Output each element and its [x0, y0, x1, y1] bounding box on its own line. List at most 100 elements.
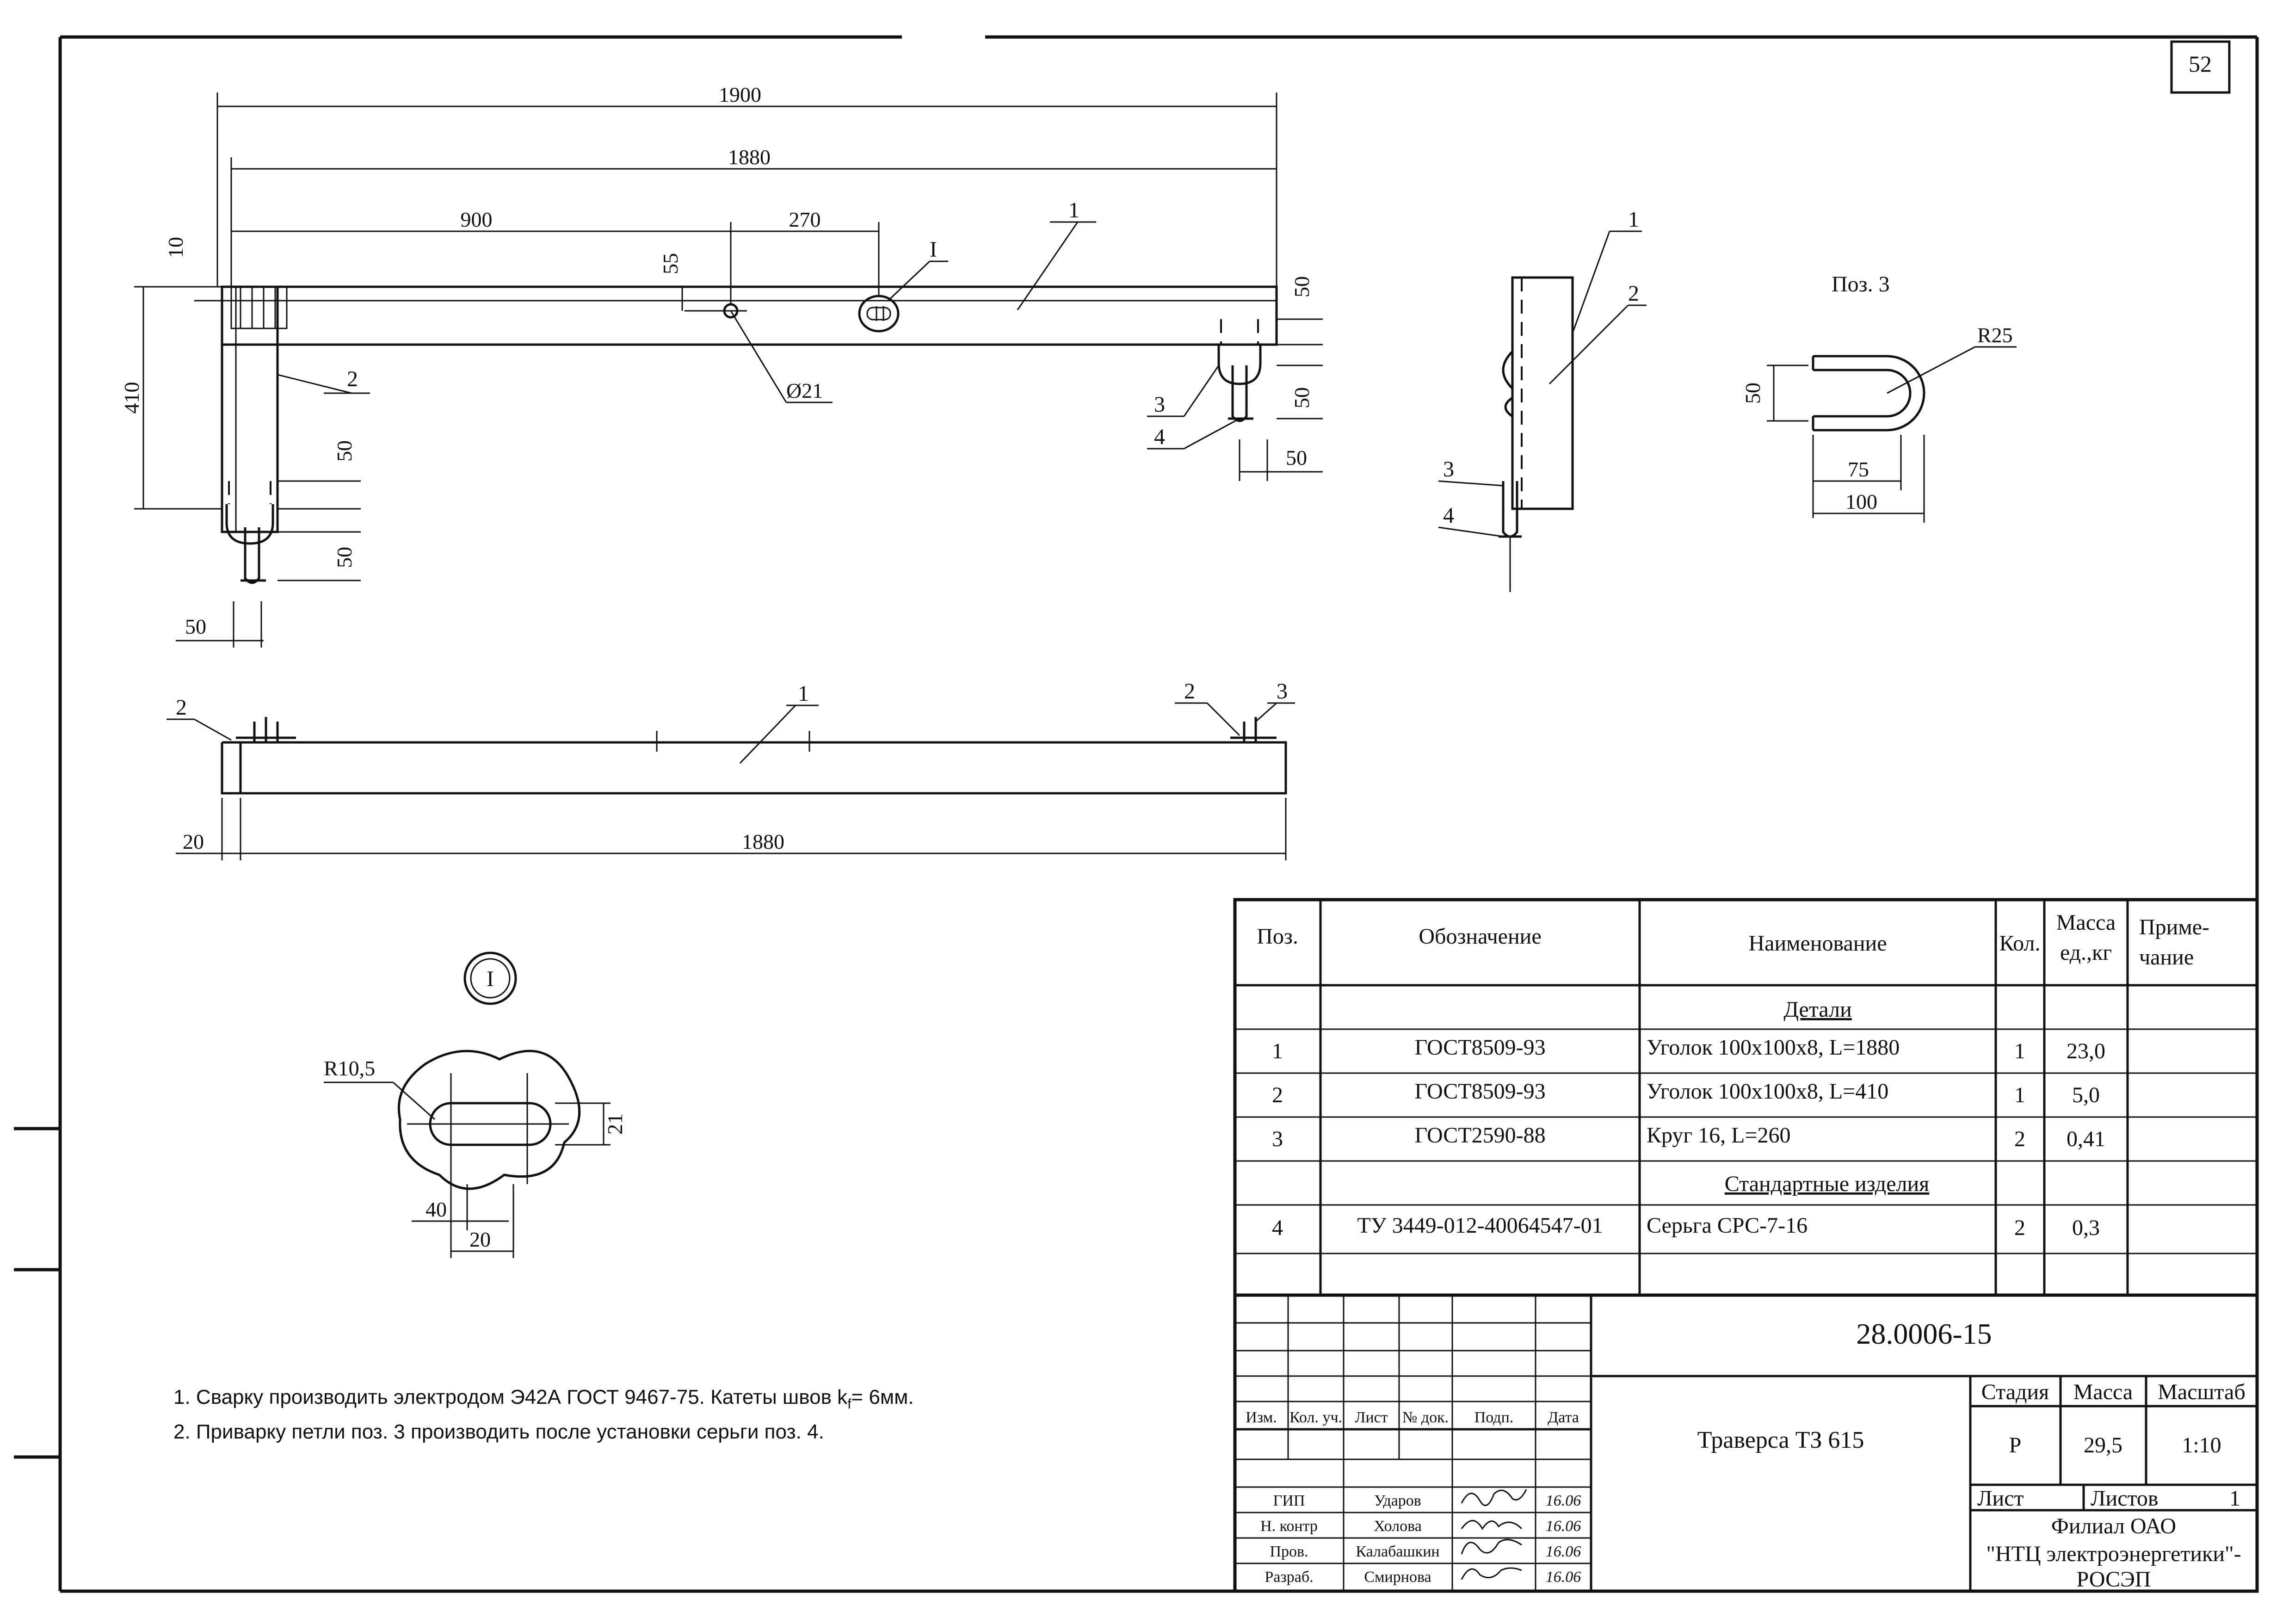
spec-row-3-qty: 2 [2014, 1127, 2025, 1151]
dim-50-left-3: 50 [185, 615, 206, 638]
mass-label: Масса [2073, 1380, 2133, 1404]
signer-4-name: Смирнова [1364, 1568, 1431, 1586]
dim-1900: 1900 [719, 83, 761, 106]
dim-pos3-100: 100 [1845, 490, 1877, 513]
label-side-pos-3: 3 [1443, 457, 1454, 482]
dim-410: 410 [120, 382, 143, 414]
signer-2-name: Холова [1374, 1518, 1422, 1535]
label-side-pos-1: 1 [1628, 207, 1639, 232]
signer-4-role: Разраб. [1265, 1568, 1313, 1586]
signer-1-role: ГИП [1273, 1492, 1305, 1509]
spec-row-1-mass: 23,0 [2067, 1039, 2105, 1063]
plan-view: 2 1 2 3 20 1880 [167, 679, 1295, 860]
label-plan-pos-2-left: 2 [176, 695, 187, 720]
side-view: 1 2 3 4 [1438, 207, 1647, 592]
rev-header-izm: Изм. [1246, 1409, 1277, 1426]
note-1-tail: = 6мм. [851, 1386, 914, 1408]
sheet-label: Лист [1977, 1486, 2024, 1511]
title-block: Изм. Кол. уч. Лист № док. Подп. Дата ГИП… [1233, 1293, 2259, 1593]
page-number: 52 [2189, 51, 2212, 77]
spec-row-1-name: Уголок 100х100х8, L=1880 [1647, 1035, 1900, 1060]
pos3-view: Поз. 3 R25 50 75 100 [1741, 272, 2017, 523]
dim-detail-21: 21 [603, 1113, 627, 1135]
spec-row-4-name: Серьга СРС-7-16 [1647, 1213, 1808, 1238]
spec-table: Поз. Обозначение Наименование Кол. Масса… [1233, 898, 2259, 1297]
spec-row-2-designation: ГОСТ8509-93 [1414, 1079, 1545, 1104]
signer-1-date: 16.06 [1546, 1492, 1581, 1509]
signer-3-role: Пров. [1270, 1543, 1308, 1560]
signer-2-date: 16.06 [1546, 1518, 1581, 1535]
spec-row-2-qty: 1 [2014, 1083, 2025, 1107]
dim-50-right-2: 50 [1290, 387, 1314, 408]
spec-row-2-name: Уголок 100х100х8, L=410 [1647, 1079, 1888, 1104]
dim-900: 900 [461, 208, 493, 231]
drawing-title: Траверса ТЗ 615 [1697, 1427, 1864, 1453]
label-pos-4: 4 [1154, 425, 1165, 449]
signer-3-name: Калабашкин [1356, 1543, 1439, 1560]
spec-row-3-name: Круг 16, L=260 [1647, 1123, 1790, 1148]
front-view-labels: 1 I 2 3 4 [277, 198, 1240, 450]
notes: 1. Сварку производить электродом Э42А ГО… [173, 1386, 914, 1443]
dim-pos3-r25: R25 [1977, 323, 2013, 347]
rev-header-data: Дата [1548, 1409, 1579, 1426]
spec-row-3-pos: 3 [1272, 1127, 1283, 1151]
spec-header-name: Наименование [1748, 931, 1887, 956]
spec-row-4-designation: ТУ 3449-012-40064547-01 [1357, 1213, 1603, 1238]
org-line-2: "НТЦ электроэнергетики"- [1986, 1542, 2241, 1566]
label-pos-3: 3 [1154, 392, 1165, 417]
dim-50-right-1: 50 [1290, 276, 1314, 297]
label-pos-1: 1 [1068, 198, 1080, 222]
signer-2-role: Н. контр [1260, 1518, 1318, 1535]
spec-header-qty: Кол. [1999, 931, 2041, 956]
rev-header-list: Лист [1355, 1409, 1388, 1426]
note-2: 2. Приварку петли поз. 3 производить пос… [173, 1420, 824, 1443]
dim-pos3-75: 75 [1848, 457, 1869, 481]
spec-row-1-designation: ГОСТ8509-93 [1414, 1035, 1545, 1060]
spec-header-mass-1: Масса [2056, 910, 2116, 935]
signature-3 [1461, 1539, 1522, 1555]
note-1-main: 1. Сварку производить электродом Э42А ГО… [173, 1386, 848, 1408]
spec-section-details: Детали [1783, 997, 1852, 1022]
sheets-value: 1 [2229, 1486, 2240, 1511]
scale-label: Масштаб [2158, 1380, 2246, 1404]
doc-number: 28.0006-15 [1856, 1317, 1992, 1350]
dim-1880-top: 1880 [728, 145, 771, 169]
spec-row-1-qty: 1 [2014, 1039, 2025, 1063]
dim-plan-1880: 1880 [742, 830, 784, 853]
sheet-frame: 52 [14, 35, 2259, 1593]
signer-3-date: 16.06 [1546, 1543, 1581, 1560]
label-side-pos-2: 2 [1628, 281, 1639, 306]
spec-row-1-pos: 1 [1272, 1039, 1283, 1063]
spec-header-pos: Поз. [1257, 924, 1298, 949]
dim-50-right-3: 50 [1286, 446, 1307, 469]
detail-I: I R10,5 21 40 20 [324, 951, 627, 1258]
label-detail-I: I [930, 237, 937, 262]
org-line-1: Филиал ОАО [2051, 1514, 2176, 1538]
front-view [221, 285, 1278, 584]
signature-4 [1461, 1567, 1522, 1580]
note-1: 1. Сварку производить электродом Э42А ГО… [173, 1386, 914, 1412]
spec-row-3-designation: ГОСТ2590-88 [1414, 1123, 1545, 1148]
rev-header-kol: Кол. уч. [1289, 1409, 1342, 1426]
scale-value: 1:10 [2182, 1433, 2221, 1457]
dim-detail-40: 40 [426, 1198, 447, 1221]
stage-value: Р [2009, 1433, 2022, 1457]
rev-header-podp: Подп. [1474, 1409, 1514, 1426]
dim-plan-20: 20 [183, 830, 204, 853]
spec-header-designation: Обозначение [1419, 924, 1541, 949]
spec-header-note-1: Приме- [2139, 915, 2209, 939]
spec-section-standard: Стандартные изделия [1725, 1172, 1929, 1196]
label-pos-2: 2 [347, 367, 358, 391]
spec-header-mass-2: ед.,кг [2060, 940, 2112, 965]
dim-50-left-2: 50 [333, 547, 356, 568]
detail-mark: I [487, 967, 494, 991]
mass-value: 29,5 [2084, 1433, 2122, 1457]
note-1-subscript: f [847, 1396, 851, 1412]
dim-detail-r105: R10,5 [324, 1056, 375, 1080]
label-plan-pos-3: 3 [1277, 679, 1288, 704]
label-side-pos-4: 4 [1443, 503, 1454, 528]
spec-header-note-2: чание [2139, 945, 2194, 969]
spec-row-4-pos: 4 [1272, 1216, 1283, 1240]
stage-label: Стадия [1981, 1380, 2049, 1404]
